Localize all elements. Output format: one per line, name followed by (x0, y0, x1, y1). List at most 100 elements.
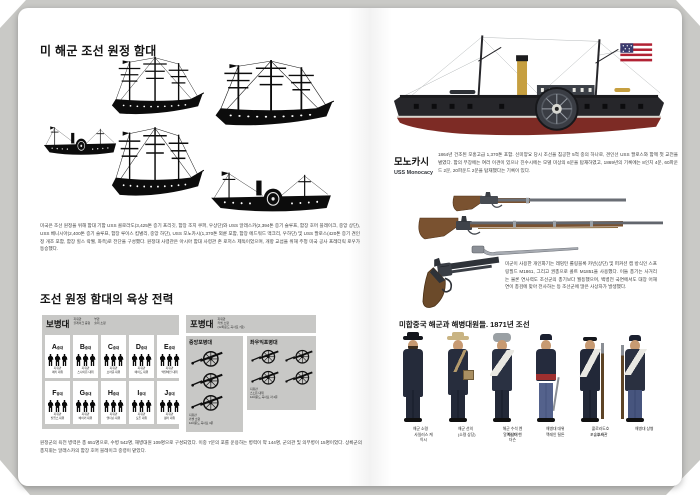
company-cmd-label: 지휘관 (81, 412, 90, 416)
company-cmd-label: 지휘관 (137, 366, 146, 370)
sailor-cap-icon (583, 337, 597, 341)
company-letter: D (135, 344, 141, 351)
kepi-icon (540, 334, 552, 340)
ship-silhouette-flagship-colorado (214, 59, 334, 127)
company-letter: F (52, 390, 57, 397)
company-commander: 토튼 대위 (135, 415, 148, 420)
howitzer-icon (190, 350, 224, 368)
company-commander: 브라운 대위 (106, 369, 121, 374)
howitzer-icon (190, 394, 224, 412)
company-suffix: 중대 (112, 346, 120, 350)
center-artillery-box: 중앙포병대 지휘관 카셀 소령 12파운드 곡사포 3문 (186, 336, 243, 432)
company-cmd-label: 지휘관 (53, 412, 62, 416)
rifle (621, 345, 624, 419)
blanket-roll (578, 349, 602, 377)
center-artillery-label: 중앙포병대 (189, 340, 213, 346)
howitzer-icon (284, 349, 314, 364)
company-suffix: 중대 (112, 392, 120, 396)
soldier-icons (159, 400, 180, 412)
book-spread: 미 해군 조선 원정 함대 미국은 조선 원정을 위해 함대 기함 USS 콜로… (18, 8, 682, 486)
red-sash (536, 374, 556, 380)
company-commander: 스나이든 대위 (77, 369, 94, 374)
us-flag (620, 43, 653, 62)
center-artillery-caption: 지휘관 카셀 소령 12파운드 곡사포 3문 (189, 413, 214, 425)
flank-artillery-label: 좌우익포병대 (250, 340, 278, 346)
soldier-icons (103, 354, 124, 366)
left-page-footer-paragraph: 원정군의 육전 병력은 총 651명으로, 수병 542명, 해병대원 109명… (40, 440, 362, 453)
company-commander: 매키 대위 (51, 369, 64, 374)
company-cmd-label: 지휘관 (109, 366, 118, 370)
monocacy-caption-text: 1864년 건조된 모홍고급 1,370톤 포함. 신미양요 당시 조선을 침공… (438, 152, 678, 173)
company-letter: J (164, 390, 169, 397)
company-suffix: 중대 (168, 346, 175, 350)
company-cmd-label: 지휘관 (165, 366, 174, 370)
flank-artillery-cannons (250, 346, 314, 386)
rifle (601, 343, 604, 419)
land-forces-section-title: 조선 원정 함대의 육상 전력 (40, 294, 174, 306)
company-letter: I (137, 390, 140, 397)
uss-monocacy-illustration (393, 35, 665, 136)
colt-revolver-illustration (412, 246, 512, 324)
center-artillery-cannons (189, 347, 240, 412)
fleet-intro-paragraph: 미국은 조선 원정을 위해 함대 기함 USS 콜로라도(3,425톤 증기 프… (40, 223, 360, 252)
boot-topping-stripe (396, 115, 662, 118)
company-cmd-label: 지휘관 (137, 412, 146, 416)
greatcoat (403, 349, 423, 397)
company-suffix: 중대 (85, 392, 92, 396)
company-letter: H (107, 390, 113, 397)
upper-hull (393, 96, 665, 117)
company-letter: C (107, 344, 113, 351)
face (630, 340, 640, 351)
brimmed-hat-icon (403, 336, 423, 340)
company-suffix: 중대 (56, 346, 64, 350)
company-cmd-label: 지휘관 (109, 412, 118, 416)
flank-artillery-box: 좌우익포병대 지휘관 스노든 대위 12파운드 곡사포 각 2문 (247, 336, 316, 410)
company-suffix: 중대 (140, 346, 148, 350)
company-letter: E (164, 344, 169, 351)
company-letter: A (51, 344, 57, 351)
company-commander: 메이드 대위 (134, 369, 149, 374)
figure-navy-surgeon: 해군 선의(소령 상당) (437, 332, 479, 455)
remington-carbine-illustration (452, 192, 626, 212)
blanket-roll (623, 349, 647, 375)
infantry-title: 보병대 (46, 319, 70, 329)
soldier-icons (47, 400, 68, 412)
company-cmd-label: 지휘관 (81, 366, 90, 370)
soldier-icons (47, 354, 68, 366)
ships-boat-buff (614, 88, 631, 92)
company-commander: 휠러 대위 (163, 415, 176, 420)
ship-silhouette-frigate-top (111, 56, 204, 115)
artillery-commander-note: 지휘관 카셀 소령 (12파운드 곡사포 7문) (217, 317, 245, 329)
funnel (517, 59, 528, 97)
figures-section-title: 미합중국 해군과 해병대원들. 1871년 조선 (399, 320, 530, 329)
page-fold-shadow (348, 8, 392, 486)
howitzer-icon (190, 372, 224, 390)
face (541, 340, 551, 351)
soldier-icons (159, 354, 180, 366)
company-letter: G (79, 390, 86, 397)
company-commander: 베이커 대위 (78, 415, 93, 420)
monocacy-caption-title: 모노카시 USS Monocacy (394, 157, 433, 176)
kepi-icon (629, 335, 641, 341)
ships-boat (449, 89, 476, 94)
soldier-icons (75, 400, 96, 412)
ship-silhouette-sloop (111, 126, 204, 197)
howitzer-icon (284, 370, 314, 385)
lower-hull-red (396, 117, 662, 136)
flank-artillery-caption: 지휘관 스노든 대위 12파운드 곡사포 각 2문 (250, 387, 278, 399)
company-commander: 앤더슨 대위 (106, 415, 121, 420)
